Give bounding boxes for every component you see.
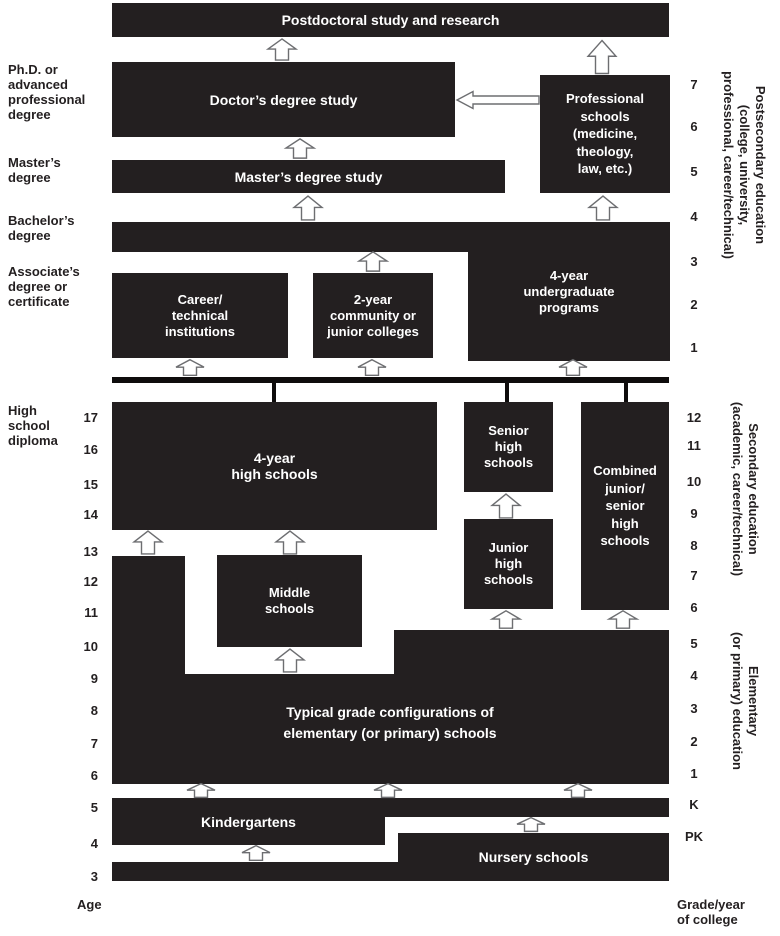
up-arrow-icon: [373, 783, 403, 798]
age-tick: 11: [84, 605, 98, 620]
box-4year-high-schools: 4-year high schools: [112, 402, 437, 530]
age-tick: 10: [83, 639, 98, 654]
up-arrow-icon: [491, 493, 521, 519]
connector-tick: [505, 381, 509, 402]
college-year-tick: 1: [690, 340, 698, 355]
box-4year-undergraduate-programs: 4-year undergraduate programs: [468, 222, 670, 361]
up-arrow-icon: [516, 817, 546, 832]
up-arrow-icon: [285, 138, 315, 159]
age-tick: 6: [90, 768, 98, 783]
box-junior-high-schools: Junior high schools: [464, 519, 553, 609]
up-arrow-icon: [241, 845, 271, 861]
box-nursery-schools: Nursery schools: [398, 833, 669, 881]
age-tick: 16: [83, 442, 98, 457]
label-postsecondary-education: Postsecondary education (college, univer…: [721, 71, 768, 259]
box-kindergartens: Kindergartens: [112, 798, 385, 845]
up-arrow-icon: [275, 530, 305, 555]
shape-elementary-left-column: [112, 556, 185, 784]
label-secondary-education: Secondary education (academic, career/te…: [730, 401, 761, 577]
label-high-school-diploma: High school diploma: [8, 403, 58, 448]
grade-tick: 11: [687, 438, 701, 453]
box-doctors-degree-study: Doctor’s degree study: [112, 62, 455, 137]
up-arrow-icon: [587, 39, 617, 75]
elementary-schools-label: Typical grade configurations of elementa…: [283, 704, 497, 741]
age-tick: 8: [90, 703, 98, 718]
up-arrow-icon: [133, 530, 163, 555]
grade-tick: 4: [690, 668, 698, 683]
grade-tick: 5: [690, 636, 698, 651]
grade-tick: 12: [686, 410, 702, 425]
grade-tick: 9: [690, 506, 698, 521]
age-tick: 12: [83, 574, 98, 589]
college-year-tick: 5: [690, 164, 698, 179]
up-arrow-icon: [175, 359, 205, 376]
age-tick: 9: [90, 671, 98, 686]
grade-tick: 2: [690, 734, 698, 749]
age-tick: 15: [83, 477, 98, 492]
shape-elementary-right-block: [394, 630, 669, 784]
age-tick: 3: [90, 869, 98, 884]
grade-tick: PK: [684, 829, 704, 844]
connector-tick: [624, 381, 628, 402]
box-2year-community-colleges: 2-year community or junior colleges: [313, 273, 433, 358]
separator-line: [112, 377, 669, 383]
up-arrow-icon: [275, 648, 305, 673]
label-elementary-education: Elementary (or primary) education: [730, 632, 761, 770]
college-year-tick: 6: [690, 119, 698, 134]
grade-tick: 1: [690, 766, 698, 781]
up-arrow-icon: [357, 359, 387, 376]
age-tick: 14: [83, 507, 98, 522]
age-tick: 7: [90, 736, 98, 751]
college-year-tick: 7: [690, 77, 698, 92]
grade-tick: 7: [690, 568, 698, 583]
box-masters-degree-study: Master’s degree study: [112, 160, 505, 193]
college-year-tick: 3: [690, 254, 698, 269]
label-masters-degree: Master’s degree: [8, 155, 61, 185]
age-tick: 5: [90, 800, 98, 815]
box-middle-schools: Middle schools: [217, 555, 362, 647]
up-arrow-icon: [293, 195, 323, 221]
up-arrow-icon: [608, 610, 638, 629]
box-senior-high-schools: Senior high schools: [464, 402, 553, 492]
up-arrow-icon: [563, 783, 593, 798]
age-tick: 13: [83, 544, 98, 559]
grade-tick: K: [689, 797, 699, 812]
grade-tick: 6: [690, 600, 698, 615]
left-arrow-icon: [456, 90, 540, 110]
shape-nursery-strip: [112, 862, 398, 881]
up-arrow-icon: [186, 783, 216, 798]
connector-tick: [272, 381, 276, 402]
label-phd-degree: Ph.D. or advanced professional degree: [8, 62, 86, 122]
up-arrow-icon: [491, 610, 521, 629]
up-arrow-icon: [558, 359, 588, 376]
college-year-tick: 4: [690, 209, 698, 224]
grade-tick: 3: [690, 701, 698, 716]
age-tick: 4: [90, 836, 98, 851]
label-grade-axis: Grade/year of college: [677, 897, 745, 927]
age-tick: 17: [83, 410, 98, 425]
college-year-tick: 2: [690, 297, 698, 312]
box-professional-schools: Professional schools (medicine, theology…: [540, 75, 670, 193]
box-career-technical-institutions: Career/ technical institutions: [112, 273, 288, 358]
label-associates-degree: Associate’s degree or certificate: [8, 264, 80, 309]
grade-tick: 10: [686, 474, 702, 489]
up-arrow-icon: [358, 251, 388, 272]
shape-kindergarten-strip: [385, 798, 669, 817]
shape-elementary-middle-block: [185, 674, 394, 784]
grade-tick: 8: [690, 538, 698, 553]
box-postdoctoral-study: Postdoctoral study and research: [112, 3, 669, 37]
box-combined-junior-senior-high-schools: Combined junior/ senior high schools: [581, 402, 669, 610]
label-age-axis: Age: [77, 897, 102, 912]
label-bachelors-degree: Bachelor’s degree: [8, 213, 75, 243]
up-arrow-icon: [588, 195, 618, 221]
up-arrow-icon: [267, 38, 297, 61]
